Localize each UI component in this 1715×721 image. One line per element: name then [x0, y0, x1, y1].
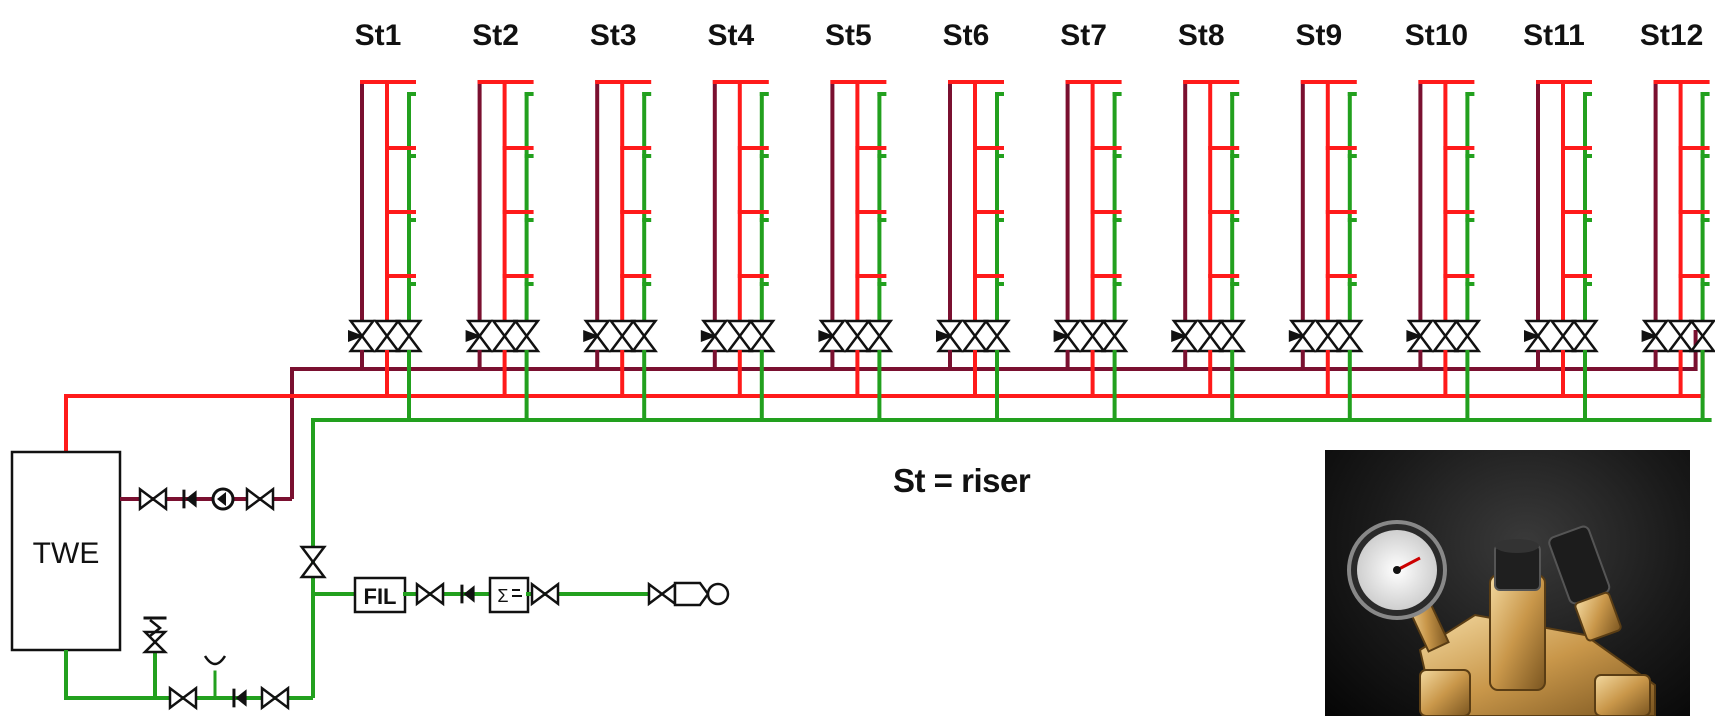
riser-7: St7	[1053, 19, 1129, 422]
riser-cold-valve-icon	[865, 319, 894, 353]
regulator-arrow-icon	[465, 330, 482, 342]
legend-prefix: St =	[893, 462, 953, 499]
riser-hot-valve-icon	[1549, 319, 1577, 353]
regulator-arrow-icon	[700, 330, 717, 342]
riser-hot-valve-icon	[1431, 319, 1460, 353]
riser-4: St4	[700, 19, 776, 422]
riser-6: St6	[936, 19, 1011, 422]
supply-valve-icon	[415, 581, 445, 607]
riser-3: St3	[583, 19, 658, 422]
tundish-icon	[203, 655, 227, 666]
water-meter-box	[488, 576, 530, 614]
circulation-pump-icon	[211, 487, 235, 511]
risers: St1 St2 St3 St4 St5 St6 St7 St8 St9 St10 St11 St12	[348, 19, 1715, 422]
riser-12: St12	[1640, 19, 1715, 422]
riser-cold-valve-icon	[395, 319, 423, 353]
regulator-arrow-icon	[1641, 330, 1658, 342]
riser-label: St9	[1295, 19, 1342, 52]
valve-photo	[1325, 450, 1690, 717]
riser-cold-valve-icon	[1571, 319, 1599, 353]
riser-hot-valve-icon	[1196, 319, 1224, 353]
heater-feed-valve-icon	[260, 685, 290, 711]
supply-valve-icon	[530, 581, 560, 607]
riser-8: St8	[1171, 19, 1246, 422]
circulation-valve-icon	[138, 486, 168, 512]
riser-cold-valve-icon	[1688, 319, 1715, 353]
regulator-arrow-icon	[348, 330, 364, 342]
riser-cold-valve-icon	[512, 319, 541, 353]
riser-11: St11	[1523, 19, 1599, 422]
riser-label: St10	[1405, 19, 1468, 52]
riser-hot-valve-icon	[490, 319, 519, 353]
riser-label: St7	[1060, 19, 1107, 52]
riser-cold-valve-icon	[1100, 319, 1129, 353]
cold-water-main-line	[311, 418, 1712, 698]
riser-cold-valve-icon	[748, 319, 776, 353]
riser-hot-valve-icon	[1314, 319, 1342, 353]
riser-label: St11	[1523, 19, 1585, 52]
legend-term: riser	[961, 462, 1031, 499]
riser-label: St2	[472, 19, 519, 52]
riser-hot-valve-icon	[373, 319, 401, 353]
inlet-icon	[706, 582, 730, 606]
filter-label: FIL	[364, 584, 397, 609]
cold-water-supply-line: FIL Σ	[299, 545, 730, 614]
riser-cold-valve-icon	[630, 319, 658, 353]
riser-hot-valve-icon	[1666, 319, 1695, 353]
heater-feed-check-valve-icon	[232, 688, 247, 708]
regulator-arrow-icon	[583, 330, 600, 342]
regulator-arrow-icon	[1171, 330, 1188, 342]
hose-connector-icon	[673, 581, 710, 607]
riser-label: St1	[355, 19, 402, 52]
regulator-arrow-icon	[1288, 330, 1305, 342]
heater-feed-valve-icon	[168, 685, 198, 711]
riser-label: St3	[590, 19, 637, 52]
main-cold-valve-icon	[299, 545, 327, 579]
riser-label: St4	[707, 19, 754, 52]
riser-2: St2	[465, 19, 541, 422]
circulation-valve-icon	[245, 486, 275, 512]
water-heater-assembly: TWE	[10, 450, 313, 711]
riser-hot-valve-icon	[1078, 319, 1107, 353]
riser-10: St10	[1405, 19, 1482, 422]
regulator-arrow-icon	[818, 330, 835, 342]
riser-hot-valve-icon	[961, 319, 989, 353]
regulator-arrow-icon	[1053, 330, 1070, 342]
regulator-arrow-icon	[1406, 330, 1423, 342]
riser-cold-valve-icon	[983, 319, 1011, 353]
legend-text: St = riser	[893, 462, 1031, 500]
riser-hot-valve-icon	[726, 319, 754, 353]
heater-cold-feed-line	[64, 650, 313, 700]
riser-cold-valve-icon	[1218, 319, 1246, 353]
valve-body-illustration	[1347, 520, 1656, 717]
supply-check-valve-icon	[460, 584, 475, 604]
riser-9: St9	[1288, 19, 1364, 422]
riser-cold-valve-icon	[1336, 319, 1364, 353]
riser-label: St12	[1640, 19, 1703, 52]
regulator-arrow-icon	[936, 330, 952, 342]
riser-5: St5	[818, 19, 894, 422]
riser-1: St1	[348, 19, 423, 422]
water-heater-label: TWE	[33, 537, 100, 570]
water-meter-dial-icon	[512, 589, 522, 597]
circulation-check-valve-icon	[182, 489, 197, 509]
riser-label: St8	[1178, 19, 1225, 52]
water-meter-label: Σ	[497, 586, 508, 606]
inlet-valve-icon	[647, 581, 677, 607]
safety-valve-icon	[141, 616, 169, 654]
riser-label: St6	[943, 19, 990, 52]
riser-label: St5	[825, 19, 872, 52]
riser-hot-valve-icon	[843, 319, 872, 353]
riser-hot-valve-icon	[608, 319, 636, 353]
riser-cold-valve-icon	[1453, 319, 1482, 353]
regulator-arrow-icon	[1524, 330, 1540, 342]
